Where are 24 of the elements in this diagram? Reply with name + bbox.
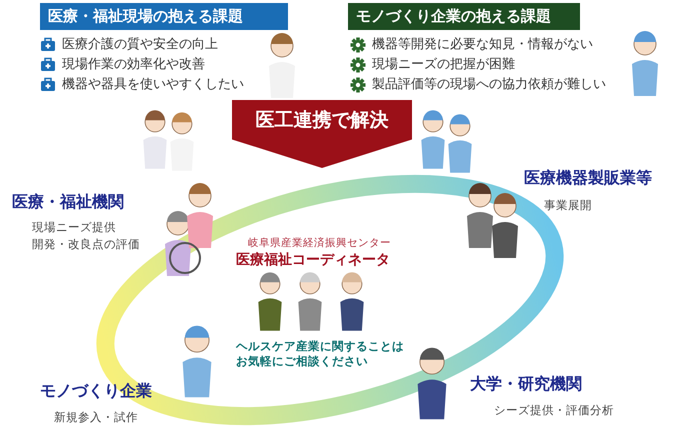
organization-name: 岐阜県産業経済振興センター [248, 236, 392, 250]
header-text: モノづくり企業の抱える課題 [355, 6, 552, 27]
coordinator-title: 医療福祉コーディネータ [236, 251, 391, 269]
issue-text: 製品評価等の現場への協力依頼が難しい [372, 76, 606, 94]
section-header [40, 3, 288, 30]
section-header [348, 3, 580, 30]
organization-name: 医療機器製販業等 [524, 168, 653, 189]
issue-text: 機器等開発に必要な知見・情報がない [372, 36, 593, 54]
organization-name: 医療・福祉機関 [12, 192, 125, 213]
solution-banner [232, 100, 412, 168]
banner-text: 医工連携で解決 [254, 108, 390, 133]
role-text: 現場ニーズ提供 [32, 219, 117, 236]
issue-text: 現場作業の効率化や改善 [62, 56, 205, 74]
issue-text: 現場ニーズの把握が困難 [372, 56, 515, 74]
issue-text: 医療介護の質や安全の向上 [62, 36, 218, 54]
organization-name: モノづくり企業 [40, 381, 153, 402]
role-text: 新規参入・試作 [54, 410, 139, 425]
organization-name: 大学・研究機関 [470, 374, 583, 395]
role-text: 事業展開 [544, 198, 593, 213]
role-text: 開発・改良点の評価 [32, 236, 141, 253]
issue-text: 機器や器具を使いやすくしたい [62, 76, 244, 94]
header-text: 医療・福祉現場の抱える課題 [47, 6, 244, 27]
consultation-note: ヘルスケア産業に関することはお気軽にご相談ください [236, 339, 405, 369]
role-text: シーズ提供・評価分析 [494, 403, 615, 418]
